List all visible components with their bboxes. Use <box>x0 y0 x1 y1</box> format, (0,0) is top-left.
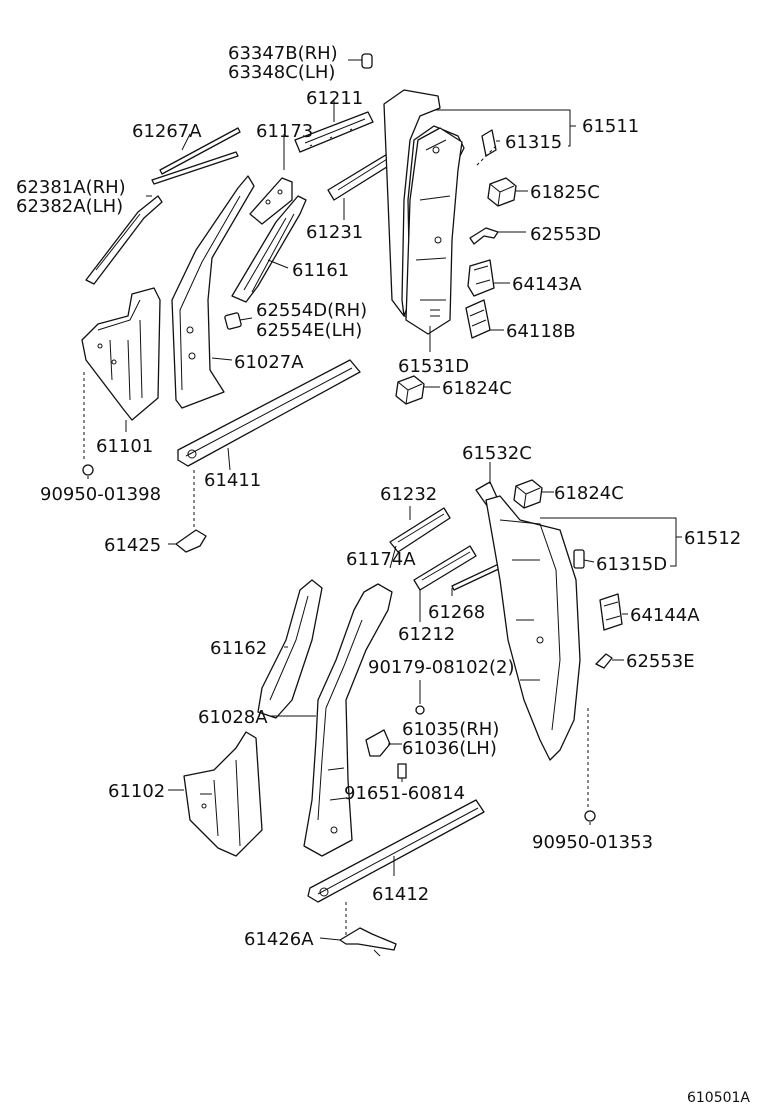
label-61412: 61412 <box>372 884 429 905</box>
weatherstrip-62381a-drawing <box>85 195 163 285</box>
pad-62554d-drawing <box>224 312 242 330</box>
label-61102: 61102 <box>108 781 165 802</box>
label-62381a: 62381A(RH) <box>16 177 126 198</box>
label-61211: 61211 <box>306 88 363 109</box>
reinforcement-61161-drawing <box>231 195 307 303</box>
label-61173: 61173 <box>256 121 313 142</box>
label-61512: 61512 <box>684 528 741 549</box>
pillar-61028a-drawing <box>303 583 393 857</box>
label-61411: 61411 <box>204 470 261 491</box>
label-64143a: 64143A <box>512 274 582 295</box>
bracket-61426a-drawing <box>339 927 397 951</box>
clip-63347b-drawing <box>361 53 373 69</box>
label-61232: 61232 <box>380 484 437 505</box>
label-61162: 61162 <box>210 638 267 659</box>
label-61101: 61101 <box>96 436 153 457</box>
label-61426a: 61426A <box>244 929 314 950</box>
bracket-64143a-drawing <box>467 259 495 297</box>
label-61825c: 61825C <box>530 182 600 203</box>
rocker-61411-drawing <box>177 359 361 467</box>
label-62382a: 62382A(LH) <box>16 196 123 217</box>
label-64144a: 64144A <box>630 605 700 626</box>
plug-90950-01353-drawing <box>584 810 596 822</box>
label-61174a: 61174A <box>346 549 416 570</box>
label-62553d: 62553D <box>530 224 601 245</box>
clip-62553e-drawing <box>595 653 613 669</box>
label-61315d: 61315D <box>596 554 667 575</box>
front-pillar-61027a-drawing <box>171 175 255 409</box>
bolt-91651-drawing <box>397 763 407 779</box>
label-61315: 61315 <box>505 132 562 153</box>
diagram-code: 610501A <box>686 1090 750 1106</box>
rail-61211-drawing <box>294 111 374 153</box>
label-90950-01398: 90950-01398 <box>40 484 161 505</box>
label-61027a: 61027A <box>234 352 304 373</box>
block-61824c-top-drawing <box>395 375 425 405</box>
label-61231: 61231 <box>306 222 363 243</box>
label-63347b: 63347B(RH) <box>228 43 338 64</box>
label-90950-01353: 90950-01353 <box>532 832 653 853</box>
bracket-62553d-drawing <box>469 227 499 245</box>
reinforcement-61162-drawing <box>257 579 323 719</box>
bracket-64118b-drawing <box>465 299 491 339</box>
label-61268: 61268 <box>428 602 485 623</box>
label-61824c-bot: 61824C <box>554 483 624 504</box>
nut-90179-drawing <box>415 705 425 715</box>
label-61511: 61511 <box>582 116 639 137</box>
rocker-61412-drawing <box>307 799 485 903</box>
panel-61101-drawing <box>81 287 161 421</box>
plate-61315d-drawing <box>573 549 585 569</box>
label-61267a: 61267A <box>132 121 202 142</box>
plug-90950-01398-drawing <box>82 464 94 476</box>
label-64118b: 64118B <box>506 321 576 342</box>
label-61035: 61035(RH) <box>402 719 499 740</box>
label-61161: 61161 <box>292 260 349 281</box>
panel-61102-drawing <box>183 731 263 857</box>
bracket-64144a-drawing <box>599 593 623 631</box>
block-61824c-bot-drawing <box>513 479 543 509</box>
label-61425: 61425 <box>104 535 161 556</box>
block-61825c-drawing <box>487 177 517 207</box>
leader-lines <box>83 59 682 941</box>
bracket-61425-drawing <box>175 529 207 553</box>
pillar-61512-drawing <box>485 495 581 761</box>
bracket-61035-drawing <box>365 729 391 757</box>
label-91651-60814: 91651-60814 <box>344 783 465 804</box>
label-62553e: 62553E <box>626 651 695 672</box>
label-61036: 61036(LH) <box>402 738 497 759</box>
strip-61267a-drawing <box>159 127 241 175</box>
label-61212: 61212 <box>398 624 455 645</box>
label-61531d: 61531D <box>398 356 469 377</box>
label-90179-08102: 90179-08102(2) <box>368 657 515 678</box>
label-61824c-top: 61824C <box>442 378 512 399</box>
bracket-61315-drawing <box>481 129 497 157</box>
rail-61232-drawing <box>389 507 451 553</box>
label-63348c: 63348C(LH) <box>228 62 335 83</box>
label-62554e: 62554E(LH) <box>256 320 362 341</box>
part-labels: 63347B(RH) 63348C(LH) 61211 61267A 61173… <box>16 43 741 950</box>
label-61532c: 61532C <box>462 443 532 464</box>
pillar-61173-drawing <box>249 177 293 225</box>
label-62554d: 62554D(RH) <box>256 300 367 321</box>
label-61028a: 61028A <box>198 707 268 728</box>
